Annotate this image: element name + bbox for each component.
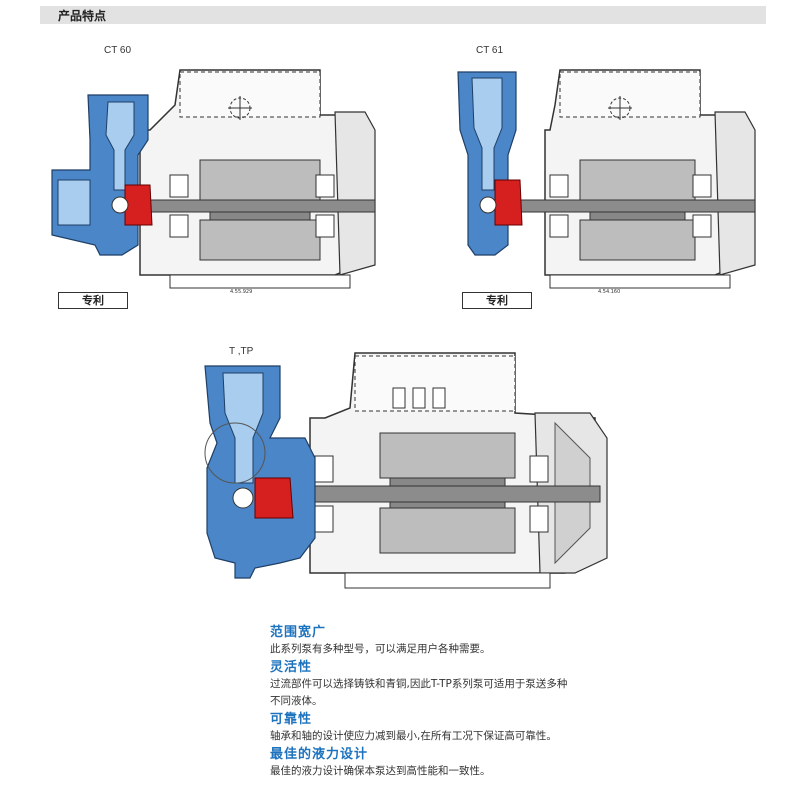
pump-drawing-ct60: 4.55.929 [51, 69, 376, 295]
feature-title-hydraulic: 最佳的液力设计 [270, 747, 369, 762]
feature-item: 可靠性 轴承和轴的设计使应力减到最小,在所有工况下保证高可靠性。 [270, 711, 570, 745]
feature-body-flexibility: 过流部件可以选择铸铁和青铜,因此T-TP系列泵可适用于泵送多种不同液体。 [270, 678, 568, 707]
patent-badge-ct60: 专利 [58, 292, 128, 309]
patent-badge-ct61: 专利 [462, 292, 532, 309]
feature-body-reliability: 轴承和轴的设计使应力减到最小,在所有工况下保证高可靠性。 [270, 730, 557, 742]
pump-drawing-t-tp [204, 352, 608, 589]
figure-label-ct60: CT 60 [104, 45, 132, 56]
pump-drawing-ct61: 4.54.160 [457, 69, 756, 295]
feature-body-hydraulic: 最佳的液力设计确保本泵达到高性能和一致性。 [270, 765, 491, 777]
feature-title-range: 范围宽广 [270, 625, 327, 640]
feature-item: 最佳的液力设计 最佳的液力设计确保本泵达到高性能和一致性。 [270, 746, 570, 780]
feature-item: 灵活性 过流部件可以选择铸铁和青铜,因此T-TP系列泵可适用于泵送多种不同液体。 [270, 659, 570, 710]
feature-body-range: 此系列泵有多种型号，可以满足用户各种需要。 [270, 643, 491, 655]
section-title: 产品特点 [58, 9, 107, 23]
feature-item: 范围宽广 此系列泵有多种型号，可以满足用户各种需要。 [270, 624, 570, 658]
section-header: 产品特点 [40, 6, 766, 24]
drawing-number-ct61: 4.54.160 [598, 289, 620, 295]
features-list: 范围宽广 此系列泵有多种型号，可以满足用户各种需要。 灵活性 过流部件可以选择铸… [270, 624, 570, 781]
feature-title-flexibility: 灵活性 [270, 660, 313, 675]
figure-label-ct61: CT 61 [476, 45, 504, 56]
figure-label-t-tp: T ,TP [229, 346, 254, 357]
drawing-number-ct60: 4.55.929 [230, 289, 252, 295]
feature-title-reliability: 可靠性 [270, 712, 313, 727]
